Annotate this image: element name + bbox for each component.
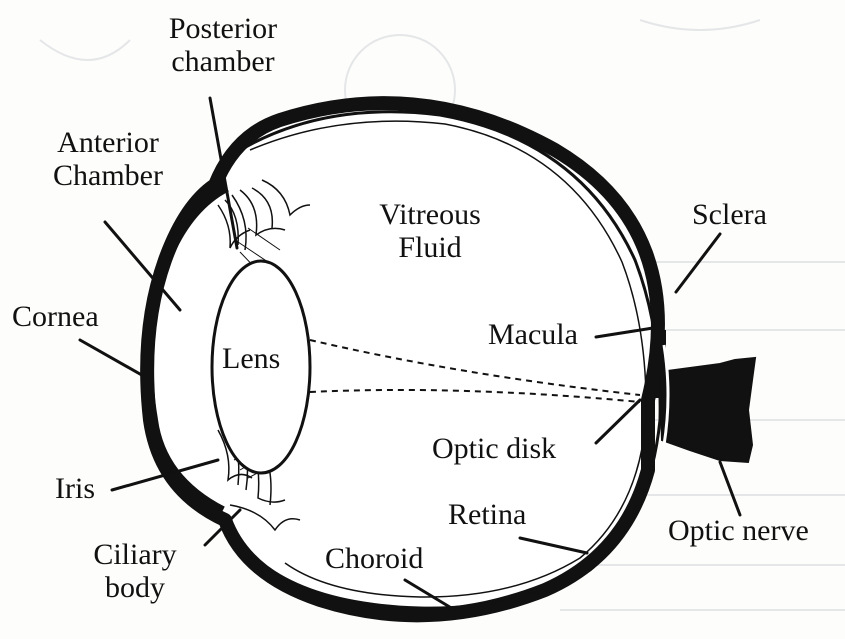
label-iris: Iris [55,472,95,505]
label-lens: Lens [222,342,280,375]
label-choroid: Choroid [325,542,423,575]
label-optic-disk: Optic disk [432,432,556,465]
leader-optic-nerve [720,462,740,515]
label-ciliary-body: Ciliary body [65,538,205,604]
label-vitreous-fluid: Vitreous Fluid [350,198,510,264]
label-cornea: Cornea [12,300,99,333]
label-sclera: Sclera [692,198,767,231]
leader-sclera [676,234,720,292]
optic-nerve-shape [660,358,755,462]
leader-cornea [80,340,147,378]
label-anterior-chamber: Anterior Chamber [38,126,178,192]
label-posterior-chamber: Posterior chamber [148,12,298,78]
label-optic-nerve: Optic nerve [668,514,809,547]
label-macula: Macula [488,318,578,351]
label-retina: Retina [448,498,526,531]
